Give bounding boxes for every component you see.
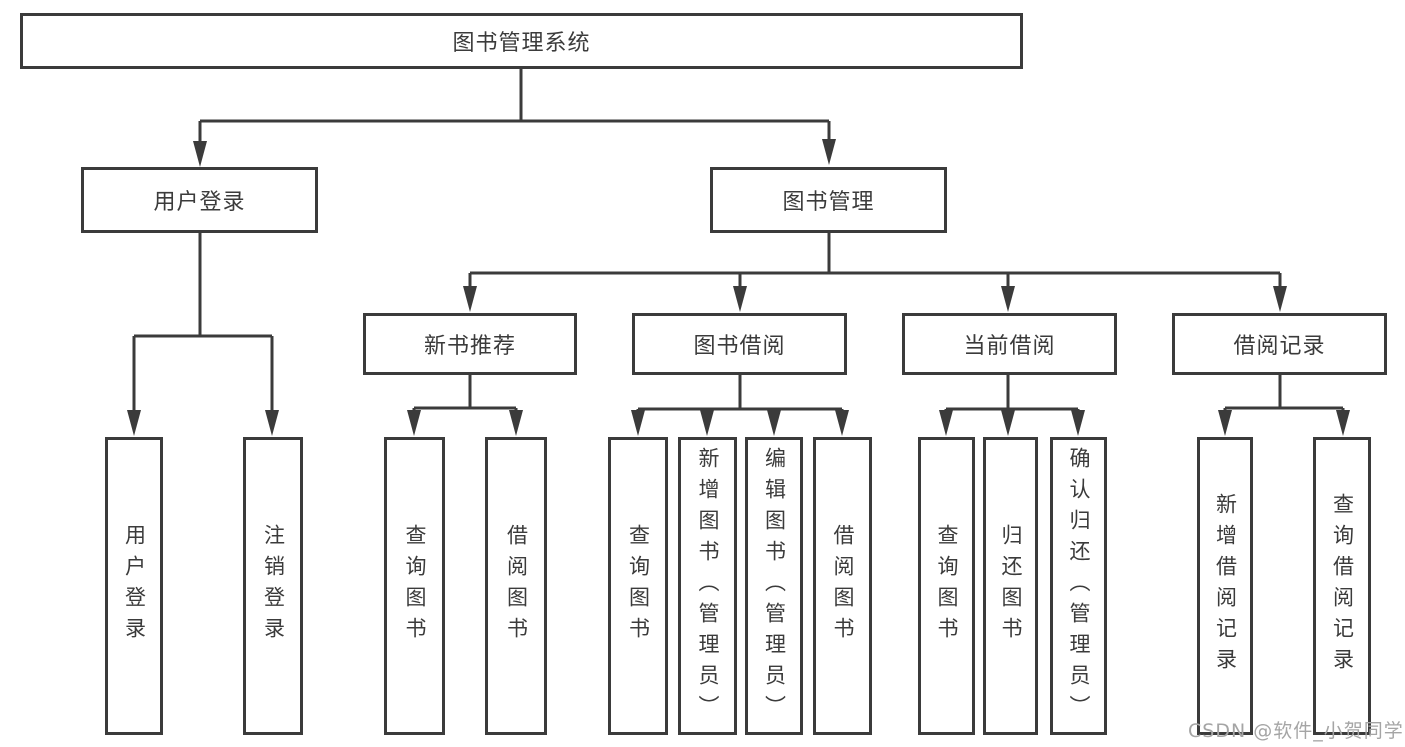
arrowhead-down-icon bbox=[127, 410, 141, 436]
arrowhead-down-icon bbox=[265, 410, 279, 436]
connector-records-to-leaves bbox=[1218, 375, 1350, 436]
connector-login-to-leaves bbox=[127, 233, 279, 436]
arrowhead-down-icon bbox=[767, 410, 781, 436]
leaf-borrow-borrow-books-label: 借阅图书 bbox=[831, 524, 855, 648]
leaf-user-login: 用户登录 bbox=[105, 437, 163, 735]
leaf-recommend-borrow-books-label: 借阅图书 bbox=[504, 524, 529, 648]
node-current-borrow: 当前借阅 bbox=[902, 313, 1117, 375]
arrowhead-down-icon bbox=[193, 141, 207, 167]
leaf-records-add-record: 新增借阅记录 bbox=[1197, 437, 1253, 735]
leaf-user-login-label: 用户登录 bbox=[122, 524, 147, 648]
connector-current-to-leaves bbox=[939, 375, 1085, 436]
arrowhead-down-icon bbox=[407, 410, 421, 436]
arrowhead-down-icon bbox=[631, 410, 645, 436]
leaf-recommend-borrow-books: 借阅图书 bbox=[485, 437, 547, 735]
leaf-current-query-books: 查询图书 bbox=[918, 437, 975, 735]
arrowhead-down-icon bbox=[822, 139, 836, 165]
leaf-borrow-query-books-label: 查询图书 bbox=[626, 524, 651, 648]
node-root-system: 图书管理系统 bbox=[20, 13, 1023, 69]
leaf-current-return-books: 归还图书 bbox=[983, 437, 1038, 735]
node-book-borrow: 图书借阅 bbox=[632, 313, 847, 375]
leaf-recommend-query-books: 查询图书 bbox=[384, 437, 445, 735]
arrowhead-down-icon bbox=[1001, 286, 1015, 312]
arrowhead-down-icon bbox=[1336, 410, 1350, 436]
leaf-current-confirm-return-admin: 确认归还（管理员） bbox=[1050, 437, 1107, 735]
arrowhead-down-icon bbox=[835, 410, 849, 436]
node-current-borrow-label: 当前借阅 bbox=[963, 334, 1056, 359]
node-book-manage-label: 图书管理 bbox=[782, 190, 875, 215]
arrowhead-down-icon bbox=[1218, 410, 1232, 436]
arrowhead-down-icon bbox=[939, 410, 953, 436]
leaf-current-confirm-return-admin-label: 确认归还（管理员） bbox=[1067, 446, 1091, 726]
arrowhead-down-icon bbox=[700, 410, 714, 436]
leaf-borrow-query-books: 查询图书 bbox=[608, 437, 668, 735]
arrowhead-down-icon bbox=[463, 286, 477, 312]
node-borrow-records: 借阅记录 bbox=[1172, 313, 1387, 375]
leaf-current-query-books-label: 查询图书 bbox=[935, 524, 959, 648]
node-book-manage: 图书管理 bbox=[710, 167, 947, 233]
leaf-records-query-record-label: 查询借阅记录 bbox=[1330, 493, 1355, 679]
leaf-recommend-query-books-label: 查询图书 bbox=[403, 524, 427, 648]
node-book-borrow-label: 图书借阅 bbox=[693, 334, 786, 359]
node-new-book-recommend: 新书推荐 bbox=[363, 313, 577, 375]
node-borrow-records-label: 借阅记录 bbox=[1233, 334, 1326, 359]
leaf-borrow-add-books-admin-label: 新增图书（管理员） bbox=[696, 446, 720, 726]
connector-root-to-level2 bbox=[193, 69, 836, 167]
leaf-borrow-edit-books-admin: 编辑图书（管理员） bbox=[745, 437, 803, 735]
node-new-book-recommend-label: 新书推荐 bbox=[423, 334, 516, 359]
leaf-logout-label: 注销登录 bbox=[261, 524, 286, 648]
connector-recommend-to-leaves bbox=[407, 375, 523, 436]
leaf-records-add-record-label: 新增借阅记录 bbox=[1213, 493, 1238, 679]
connector-borrow-to-leaves bbox=[631, 375, 849, 436]
leaf-borrow-borrow-books: 借阅图书 bbox=[813, 437, 872, 735]
node-user-login: 用户登录 bbox=[81, 167, 318, 233]
leaf-borrow-edit-books-admin-label: 编辑图书（管理员） bbox=[762, 446, 787, 726]
leaf-records-query-record: 查询借阅记录 bbox=[1313, 437, 1371, 735]
node-user-login-label: 用户登录 bbox=[153, 190, 246, 215]
arrowhead-down-icon bbox=[1273, 286, 1287, 312]
arrowhead-down-icon bbox=[733, 286, 747, 312]
leaf-current-return-books-label: 归还图书 bbox=[999, 524, 1023, 648]
connector-manage-to-level3 bbox=[463, 233, 1287, 312]
node-root-label: 图书管理系统 bbox=[452, 31, 591, 56]
arrowhead-down-icon bbox=[1001, 410, 1015, 436]
leaf-borrow-add-books-admin: 新增图书（管理员） bbox=[678, 437, 737, 735]
arrowhead-down-icon bbox=[1071, 410, 1085, 436]
leaf-logout: 注销登录 bbox=[243, 437, 303, 735]
csdn-watermark: CSDN @软件_小贺同学 bbox=[1188, 720, 1404, 742]
arrowhead-down-icon bbox=[509, 410, 523, 436]
